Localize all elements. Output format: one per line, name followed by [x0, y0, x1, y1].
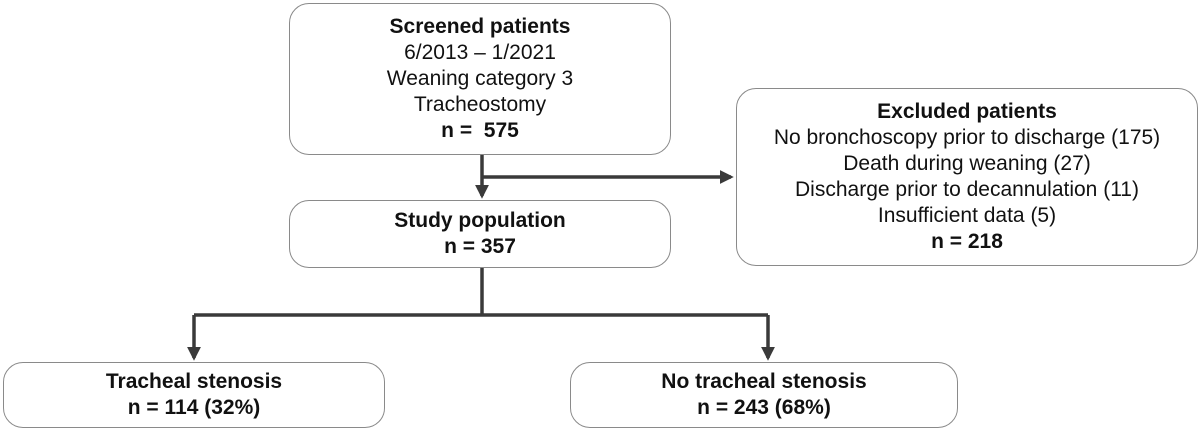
excluded-count: n = 218	[931, 230, 1003, 253]
tracheal-stenosis-box: Tracheal stenosis n = 114 (32%)	[3, 362, 385, 428]
excluded-discharge: Discharge prior to decannulation (11)	[795, 178, 1139, 201]
no-stenosis-count: n = 243 (68%)	[697, 396, 831, 419]
study-count: n = 357	[444, 235, 516, 258]
study-population-box: Study population n = 357	[289, 200, 671, 268]
stenosis-title: Tracheal stenosis	[105, 370, 283, 393]
no-stenosis-title: No tracheal stenosis	[661, 370, 867, 393]
screened-date-range: 6/2013 – 1/2021	[404, 41, 556, 64]
excluded-insufficient-data: Insufficient data (5)	[877, 204, 1057, 227]
excluded-no-bronchoscopy: No bronchoscopy prior to discharge (175)	[773, 126, 1161, 149]
stenosis-count: n = 114 (32%)	[127, 396, 261, 419]
screened-tracheostomy: Tracheostomy	[413, 93, 547, 116]
excluded-title: Excluded patients	[877, 100, 1057, 123]
screened-title: Screened patients	[389, 15, 571, 38]
screened-weaning-category: Weaning category 3	[386, 67, 574, 90]
excluded-patients-box: Excluded patients No bronchoscopy prior …	[736, 88, 1198, 266]
study-title: Study population	[394, 209, 566, 232]
screened-count: n = 575	[441, 119, 519, 142]
screened-patients-box: Screened patients 6/2013 – 1/2021 Weanin…	[289, 3, 671, 155]
no-tracheal-stenosis-box: No tracheal stenosis n = 243 (68%)	[570, 362, 958, 428]
excluded-death: Death during weaning (27)	[843, 152, 1091, 175]
